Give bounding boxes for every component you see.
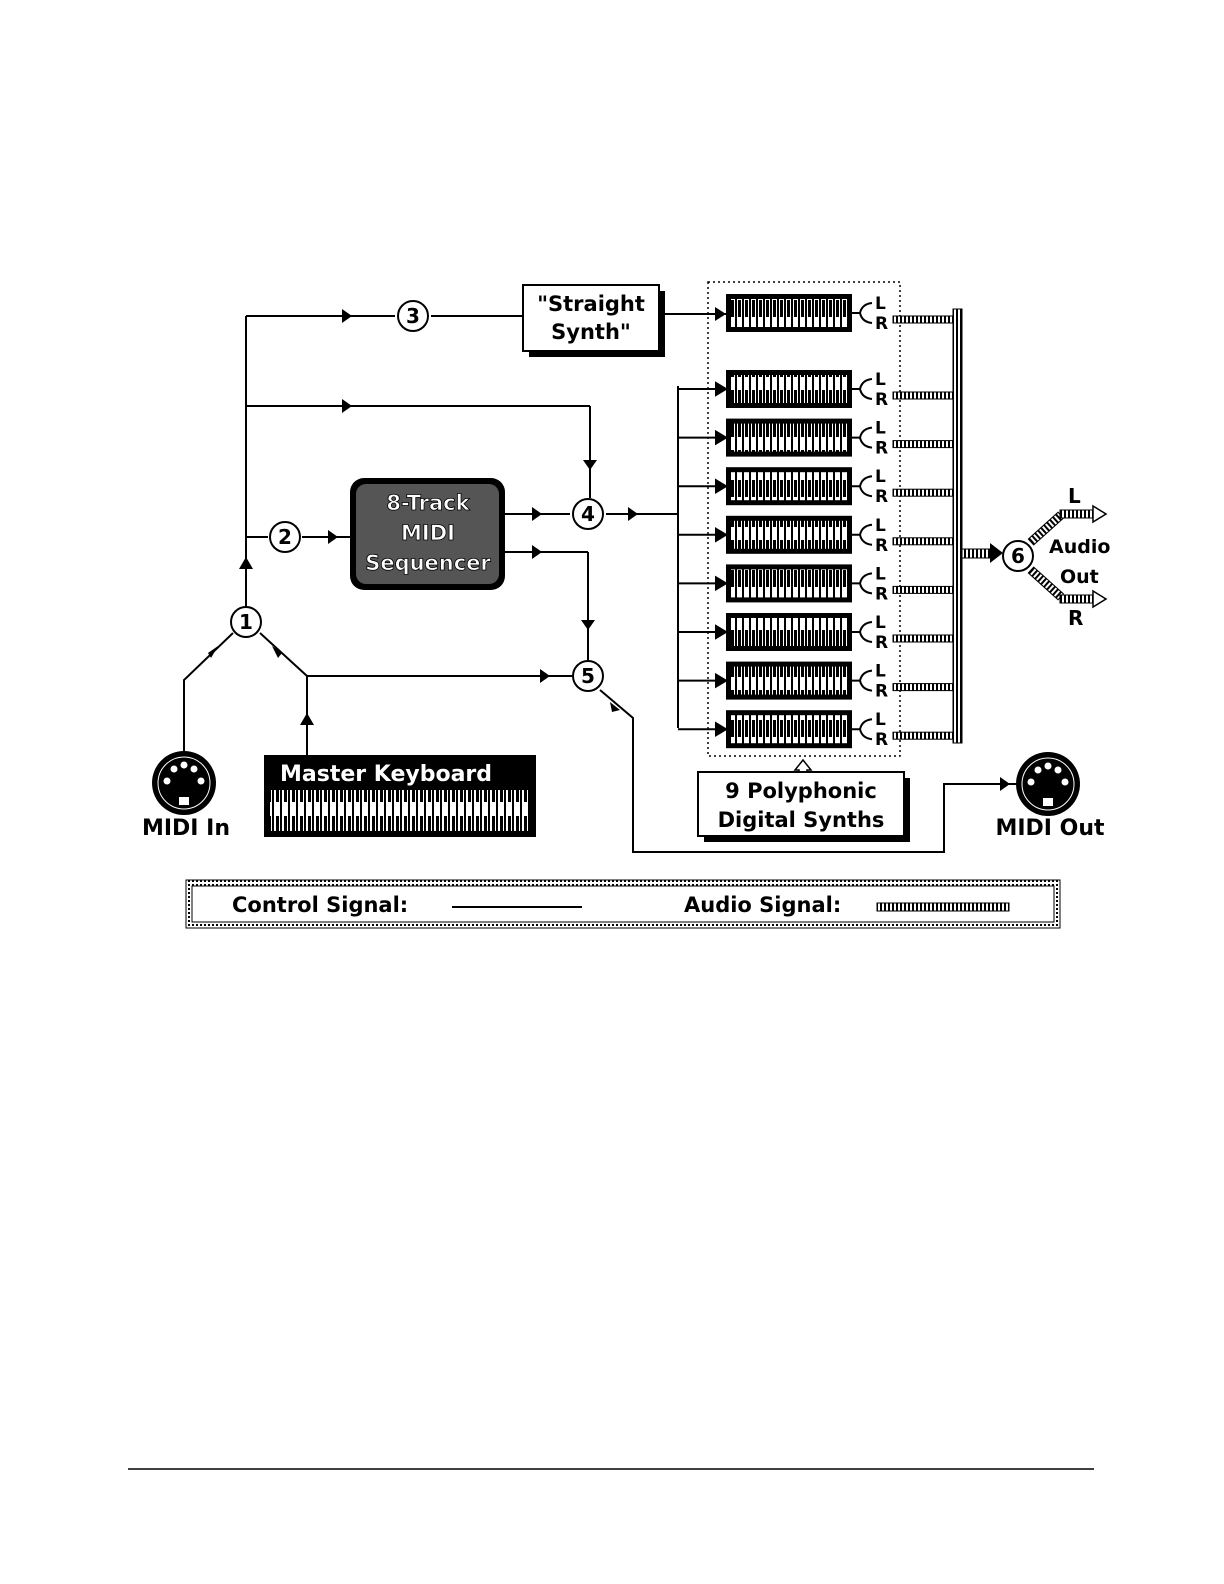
synth-module: LR	[726, 710, 953, 750]
channel-label-right: R	[875, 584, 888, 604]
synth-module: LR	[726, 294, 953, 334]
channel-label-right: R	[875, 730, 888, 750]
midi-in-label: MIDI In	[142, 816, 230, 841]
midi-in-connector	[152, 751, 216, 815]
synth-module: LR	[726, 662, 953, 702]
synth-control-stubs	[678, 383, 726, 735]
synth-audio-out	[893, 732, 953, 739]
channel-label-right: R	[875, 487, 888, 507]
synth-audio-out	[893, 635, 953, 642]
straight-synth-box: "Straight Synth"	[523, 285, 665, 357]
synth-control-arrowhead	[716, 529, 726, 541]
synth-control-arrowhead	[716, 480, 726, 492]
audio-bus	[953, 309, 1106, 743]
junction-1-label: 1	[239, 610, 253, 634]
legend: Control Signal: Audio Signal:	[186, 880, 1060, 928]
synth-audio-out	[893, 316, 953, 323]
poly-synths-line-1: 9 Polyphonic	[725, 779, 877, 803]
synth-audio-out	[893, 489, 953, 496]
straight-synth-line-2: Synth"	[551, 320, 631, 344]
synth-control-arrowhead	[716, 675, 726, 687]
junction-3-label: 3	[406, 304, 420, 328]
midi-out-connector	[1016, 752, 1080, 816]
sequencer-line-3: Sequencer	[365, 551, 491, 575]
poly-synths-line-2: Digital Synths	[718, 808, 885, 832]
synth-control-arrowhead	[716, 383, 726, 395]
channel-label-left: L	[875, 516, 886, 536]
straight-synth-line-1: "Straight	[537, 292, 645, 316]
midi-out-label: MIDI Out	[995, 816, 1105, 841]
control-arrowheads	[208, 307, 1010, 791]
sequencer-box: 8-Track MIDI Sequencer	[350, 478, 505, 590]
legend-control-label: Control Signal:	[232, 893, 408, 917]
synth-control-arrowhead	[716, 577, 726, 589]
synth-control-arrowhead	[716, 432, 726, 444]
synth-audio-out	[893, 538, 953, 545]
audio-out-right-label: R	[1068, 606, 1083, 630]
channel-label-right: R	[875, 439, 888, 459]
legend-audio-sample	[877, 903, 1009, 911]
channel-label-left: L	[875, 564, 886, 584]
junction-6-label: 6	[1011, 544, 1025, 568]
synth-module: LR	[726, 419, 953, 459]
audio-out-line-2: Out	[1060, 566, 1099, 588]
channel-label-left: L	[875, 419, 886, 439]
poly-synths-box: 9 Polyphonic Digital Synths	[698, 760, 910, 842]
sequencer-line-1: 8-Track	[386, 491, 470, 515]
synth-module: LR	[726, 564, 953, 604]
channel-label-left: L	[875, 613, 886, 633]
synth-control-arrowhead	[716, 723, 726, 735]
master-keyboard: Master Keyboard	[264, 755, 536, 837]
synth-module: LR	[726, 613, 953, 653]
synth-audio-out	[893, 392, 953, 399]
audio-out-left-label: L	[1068, 484, 1081, 508]
synth-module: LR	[726, 516, 953, 556]
channel-label-left: L	[875, 467, 886, 487]
channel-label-right: R	[875, 633, 888, 653]
master-keyboard-label: Master Keyboard	[280, 762, 492, 787]
audio-out-line-1: Audio	[1049, 536, 1110, 558]
channel-label-left: L	[875, 662, 886, 682]
junction-2-label: 2	[278, 525, 292, 549]
channel-label-right: R	[875, 536, 888, 556]
synth-audio-out	[893, 586, 953, 593]
synth-audio-out	[893, 441, 953, 448]
legend-audio-label: Audio Signal:	[684, 893, 841, 917]
synth-module: LR	[726, 370, 953, 410]
channel-label-right: R	[875, 390, 888, 410]
channel-label-left: L	[875, 294, 886, 314]
synth-module: LR	[726, 467, 953, 507]
channel-label-right: R	[875, 682, 888, 702]
junction-4-label: 4	[581, 502, 595, 526]
sequencer-line-2: MIDI	[401, 521, 455, 545]
synth-audio-out	[893, 684, 953, 691]
junction-5-label: 5	[581, 664, 595, 688]
channel-label-left: L	[875, 370, 886, 390]
channel-label-left: L	[875, 710, 886, 730]
synth-control-arrowhead	[716, 626, 726, 638]
channel-label-right: R	[875, 314, 888, 334]
